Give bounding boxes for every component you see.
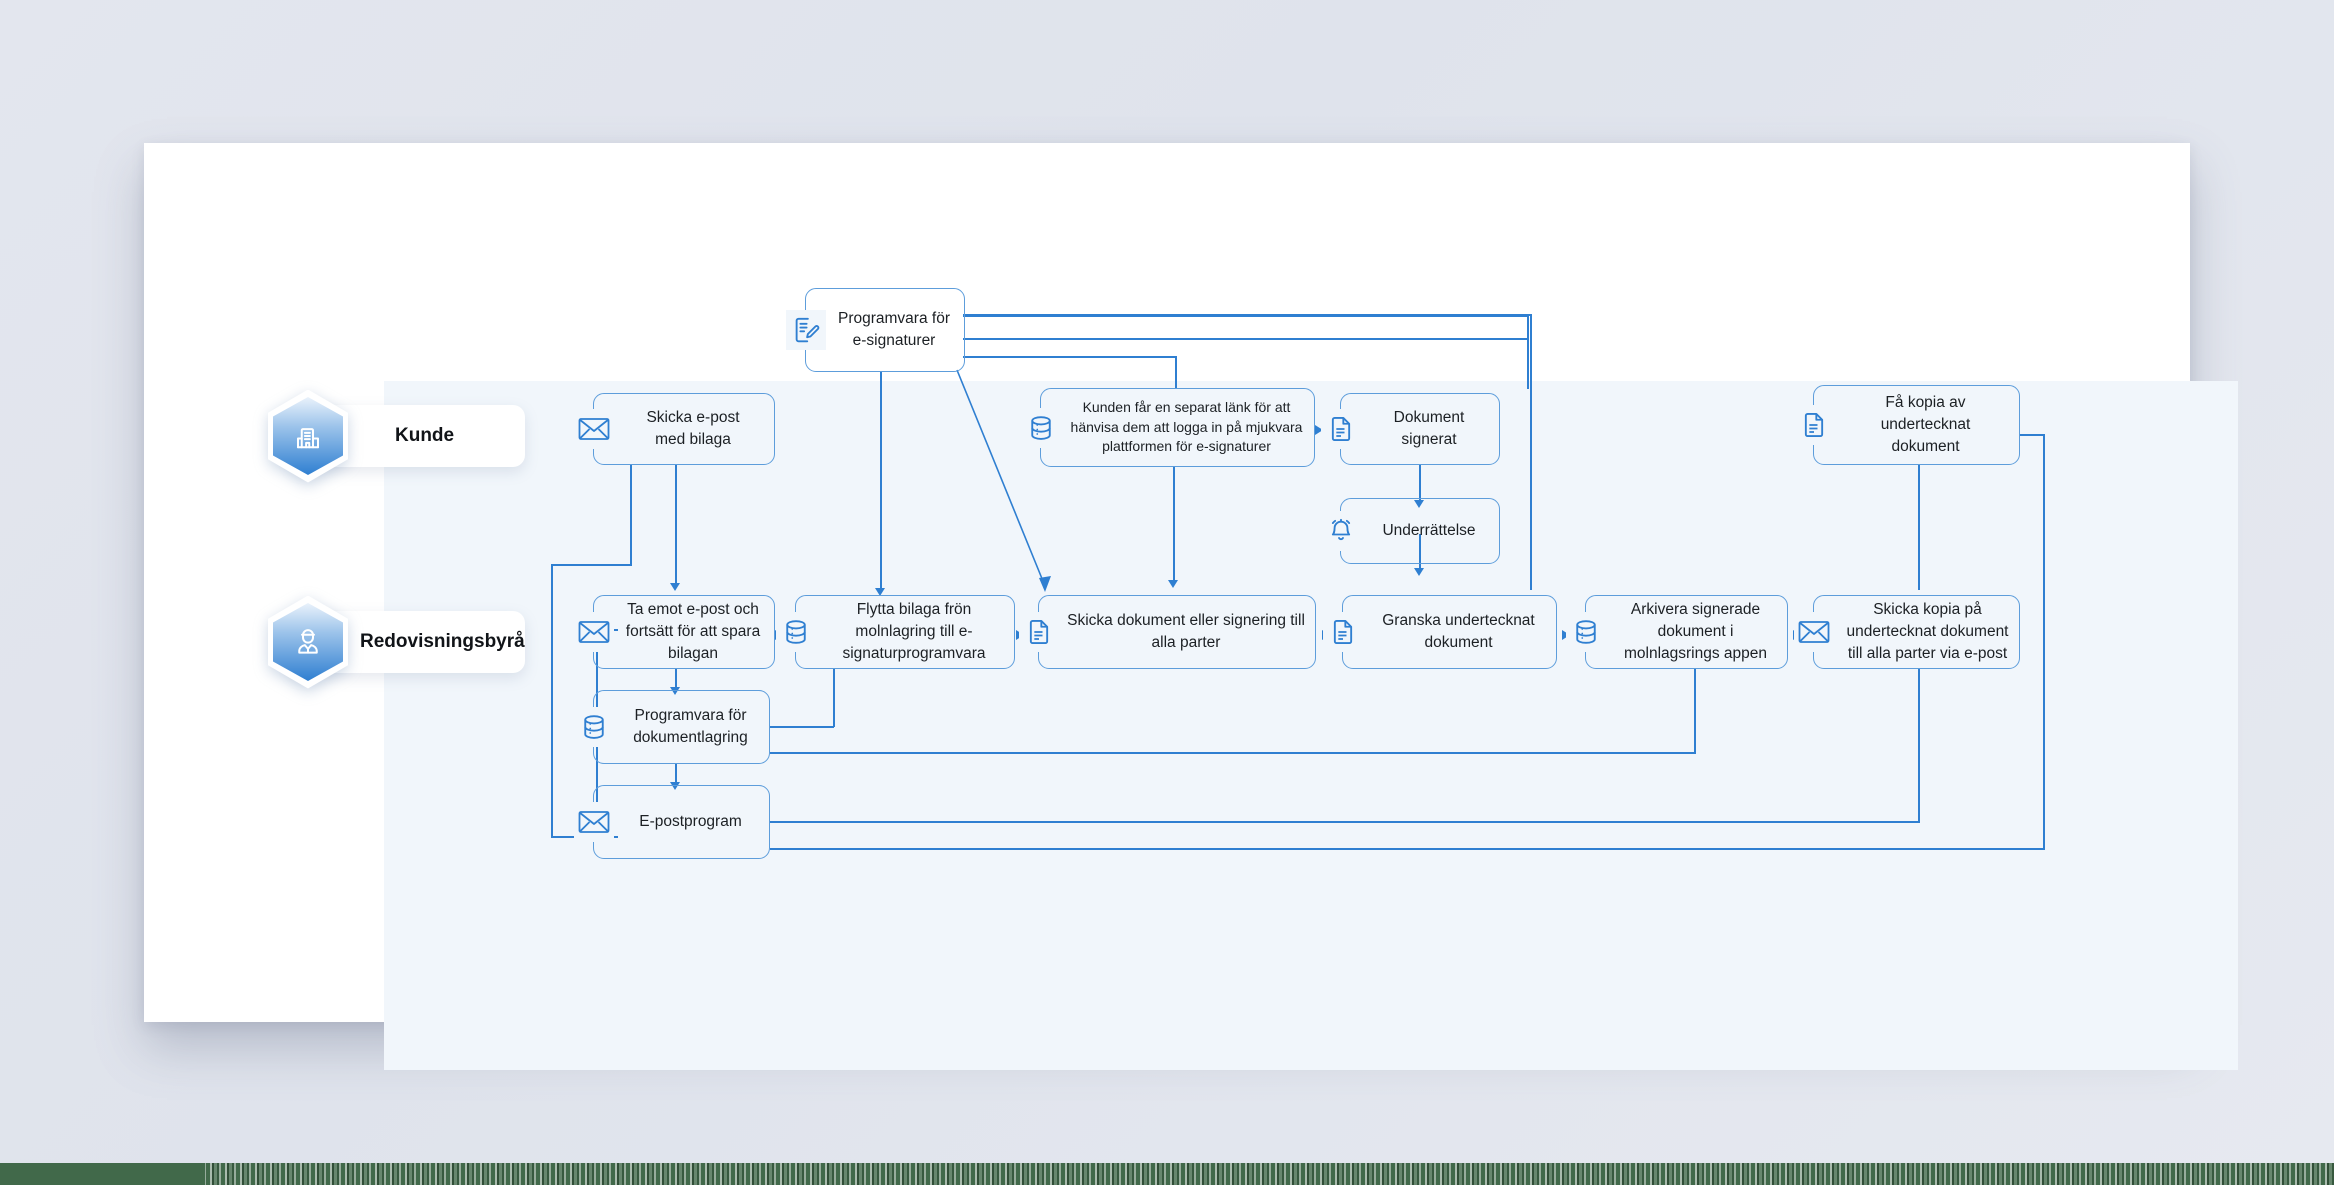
lane-redovisningsbyra-label: Redovisningsbyrå <box>360 631 525 652</box>
arrow-right-icon <box>1315 425 1323 435</box>
connector-segment <box>551 564 632 566</box>
connector-segment <box>770 821 1920 823</box>
connector-segment <box>770 848 2045 850</box>
node-skicka-kopia-undertecknat[interactable]: Skicka kopia på undertecknat dokument ti… <box>1794 595 2020 669</box>
envelope-icon <box>574 612 614 652</box>
connector-segment <box>551 564 553 838</box>
arrow-down-icon <box>670 782 680 790</box>
node-epostprogram[interactable]: E-postprogram <box>574 785 770 859</box>
connector-segment <box>1175 356 1177 389</box>
white-sheet <box>144 143 2238 1070</box>
diagram-canvas <box>384 381 2238 1070</box>
connector-segment <box>1694 669 1696 753</box>
node-label: Granska undertecknat dokument <box>1382 612 1535 651</box>
database-icon <box>1566 612 1606 652</box>
connector-segment <box>1918 465 1920 590</box>
arrow-down-icon <box>670 687 680 695</box>
connector-segment <box>630 465 632 565</box>
node-label: Få kopia av undertecknat dokument <box>1880 394 1971 455</box>
arrow-down-icon <box>1414 500 1424 508</box>
lane-kunde-badge <box>268 389 348 483</box>
node-label: Programvara för dokumentlagring <box>633 707 748 746</box>
bell-icon <box>1321 511 1361 551</box>
arrow-down-icon <box>1414 568 1424 576</box>
lane-redovisningsbyra[interactable]: Redovisningsbyrå <box>268 595 525 689</box>
database-icon <box>776 612 816 652</box>
node-label: Programvara för e-signaturer <box>838 310 950 349</box>
node-label: Skicka kopia på undertecknat dokument ti… <box>1846 601 2009 662</box>
node-label: E-postprogram <box>639 813 742 830</box>
node-label: Dokument signerat <box>1393 409 1465 448</box>
document-icon <box>1794 405 1834 445</box>
node-ta-emot-epost[interactable]: Ta emot e-post och fortsätt för att spar… <box>574 595 775 669</box>
node-programvara-esignaturer[interactable]: Programvara för e-signaturer <box>786 288 965 372</box>
node-flytta-bilaga[interactable]: Flytta bilaga frön molnlagring till e-si… <box>776 595 1015 669</box>
node-skicka-epost-med-bilaga[interactable]: Skicka e-post med bilaga <box>574 393 775 465</box>
connector-segment <box>1419 534 1421 570</box>
connector-segment <box>675 764 677 785</box>
hex-fill <box>273 603 343 681</box>
connector-segment <box>963 315 1529 317</box>
node-kunden-far-separat-lank[interactable]: Kunden får en separat länk för att hänvi… <box>1021 388 1315 467</box>
connector-segment <box>880 371 882 590</box>
hex-outline <box>268 595 348 689</box>
node-label: Skicka dokument eller signering till all… <box>1067 612 1305 651</box>
connector-segment <box>2020 434 2045 436</box>
connector-segment <box>675 669 677 690</box>
node-programvara-dokumentlagring[interactable]: Programvara för dokumentlagring <box>574 690 770 764</box>
arrow-down-icon <box>1168 580 1178 588</box>
node-label: Underrättelse <box>1382 522 1476 539</box>
lane-kunde-label: Kunde <box>395 425 455 446</box>
connector-segment <box>963 338 1529 340</box>
connector-segment <box>1530 315 1532 590</box>
signature-document-icon <box>786 310 826 350</box>
connector-segment <box>963 356 1176 358</box>
connector-segment <box>833 669 835 727</box>
envelope-icon <box>574 409 614 449</box>
connector-segment <box>675 465 677 585</box>
node-dokument-signerat[interactable]: Dokument signerat <box>1321 393 1500 465</box>
hex-fill <box>273 397 343 475</box>
building-icon <box>297 428 319 449</box>
node-label: Arkivera signerade dokument i molnlagsri… <box>1623 601 1768 662</box>
connector-segment <box>1173 467 1175 582</box>
node-label: Kunden får en separat länk för att hänvi… <box>1070 399 1303 455</box>
node-label: Skicka e-post med bilaga <box>646 409 740 448</box>
node-skicka-dokument-signering[interactable]: Skicka dokument eller signering till all… <box>1019 595 1316 669</box>
node-fa-kopia-undertecknat-dokument[interactable]: Få kopia av undertecknat dokument <box>1794 385 2020 465</box>
connector-segment <box>770 752 1696 754</box>
node-label: Flytta bilaga frön molnlagring till e-si… <box>842 601 986 662</box>
envelope-icon <box>1794 612 1834 652</box>
node-label: Ta emot e-post och fortsätt för att spar… <box>625 601 761 662</box>
connector-segment <box>1176 314 1532 316</box>
connector-segment <box>1527 338 1529 389</box>
envelope-icon <box>574 802 614 842</box>
node-granska-undertecknat-dokument[interactable]: Granska undertecknat dokument <box>1323 595 1557 669</box>
connector-segment <box>551 836 596 838</box>
accountant-icon <box>298 629 318 654</box>
connector-diagonal <box>956 369 1051 592</box>
arrow-down-icon <box>875 588 885 596</box>
connector-segment <box>2043 434 2045 849</box>
lane-kunde[interactable]: Kunde <box>268 389 525 483</box>
document-icon <box>1321 409 1361 449</box>
bottom-noise-band <box>0 1163 2334 1185</box>
database-icon <box>1021 407 1061 448</box>
connector-segment <box>770 726 834 728</box>
document-icon <box>1323 612 1363 652</box>
lane-redovisningsbyra-badge <box>268 595 348 689</box>
connector-segment <box>1419 465 1421 503</box>
node-arkivera-signerade-dokument[interactable]: Arkivera signerade dokument i molnlagsri… <box>1566 595 1788 669</box>
arrow-down-icon <box>670 583 680 591</box>
document-icon <box>1019 612 1059 652</box>
database-icon <box>574 707 614 747</box>
connector-segment <box>1918 669 1920 822</box>
node-underrattelse[interactable]: Underrättelse <box>1321 498 1500 564</box>
hex-outline <box>268 389 348 483</box>
